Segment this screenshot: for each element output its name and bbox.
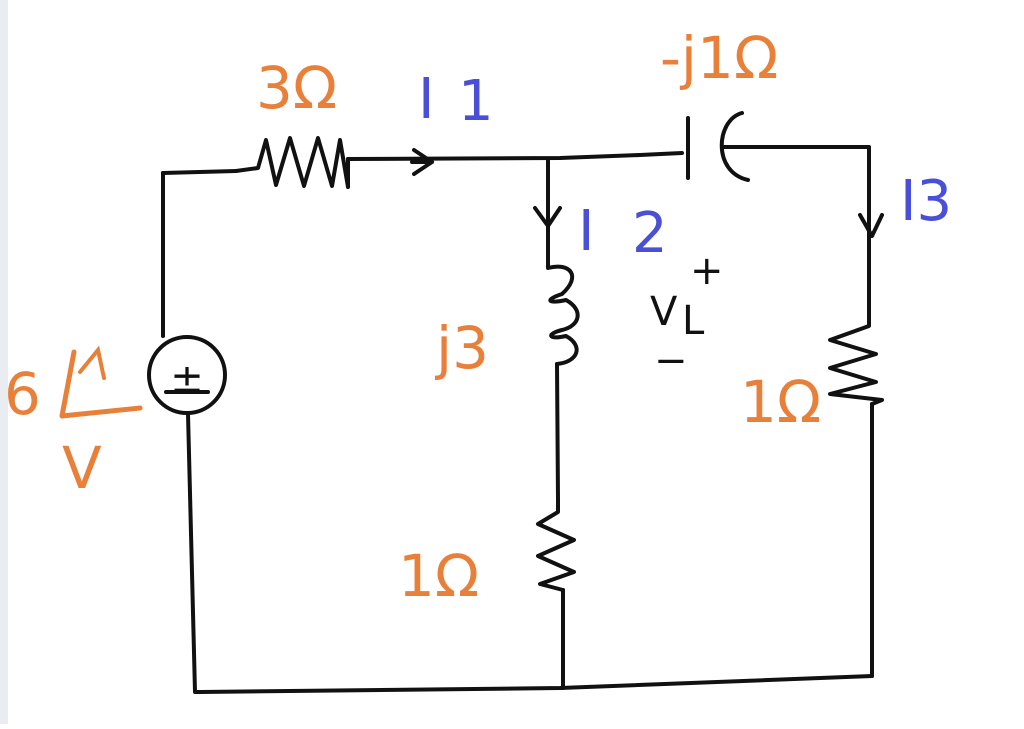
i2-sub-label: 2	[632, 201, 668, 266]
voltage-source-icon: ±	[147, 335, 227, 415]
i1-main-label: I	[418, 67, 435, 132]
vl-label: V L + −	[650, 248, 724, 384]
i2-main-label: I	[578, 199, 595, 264]
wire-left-lower	[186, 412, 202, 694]
source-polarity-symbol: ±	[170, 356, 204, 402]
resistor-middle-icon	[536, 498, 576, 592]
phasor-arc-icon	[78, 345, 106, 380]
vl-minus-sign: −	[654, 338, 688, 384]
resistor-right-icon	[828, 318, 884, 406]
vl-main-label: V	[650, 289, 678, 335]
i3-arrow-icon	[858, 213, 884, 238]
wire-bottom	[198, 674, 874, 694]
capacitor-label: -j1Ω	[660, 24, 778, 92]
phasor-angle-icon	[59, 349, 143, 419]
inductor-icon	[546, 256, 580, 366]
wire-left-top-corner	[161, 169, 238, 175]
vl-sub-label: L	[682, 298, 705, 344]
window-edge	[0, 0, 8, 724]
i3-label: I3	[900, 169, 952, 234]
resistor-3ohm-icon	[234, 136, 350, 189]
vl-plus-sign: +	[690, 248, 724, 294]
i1-label: I 1	[418, 67, 494, 134]
r-middle-label: 1Ω	[398, 542, 479, 610]
wire-top-right	[720, 145, 871, 322]
inductor-label: j3	[434, 314, 489, 382]
wire-middle-mid	[555, 362, 560, 502]
r-top-label: 3Ω	[256, 54, 337, 122]
source-unit-label: V	[62, 434, 102, 502]
r-right-label: 1Ω	[740, 368, 821, 436]
i2-arrow-icon	[533, 168, 562, 230]
i1-sub-label: 1	[458, 69, 494, 134]
i2-label: I 2	[578, 199, 668, 266]
capacitor-icon	[686, 111, 750, 182]
i1-arrow-icon	[410, 148, 434, 176]
wire-top-middle	[346, 151, 684, 161]
source-magnitude-label: 6	[4, 360, 41, 428]
source-label: 6 V	[4, 345, 143, 502]
